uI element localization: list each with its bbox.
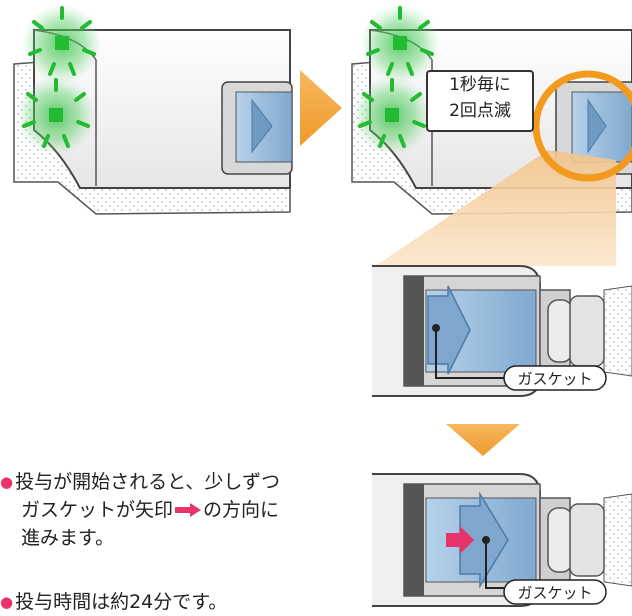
highlight-ring: [532, 70, 632, 182]
blink-light-lower: [16, 76, 96, 156]
blink-light-upper-right: [360, 4, 440, 84]
instruction-line1: 投与が開始されると、少しずつ: [15, 471, 280, 493]
blink-callout: 1秒毎に 2回点滅: [426, 70, 534, 132]
device-left: [13, 4, 293, 215]
blink-light-upper: [22, 4, 102, 84]
blink-light-lower-right: [352, 76, 432, 156]
zoom-view-progress: ガスケット: [372, 473, 632, 607]
pink-direction-arrow: [446, 526, 474, 554]
gasket-label-box-top: [503, 365, 607, 391]
gasket-label-top: ガスケット: [517, 370, 592, 388]
next-step-arrow: [300, 70, 342, 146]
gasket-label-bottom: ガスケット: [517, 584, 592, 602]
progress-arrow-down: [446, 424, 520, 456]
instruction-bullet-1: ●投与が開始されると、少しずつ ガスケットが矢印 の方向に 進みます。: [0, 468, 330, 552]
bullet-dot: ●: [0, 473, 14, 491]
instruction-bullet-2: ●投与時間は約24分です。: [0, 588, 330, 616]
callout-line2: 2回点滅: [449, 101, 511, 121]
pink-arrow-icon: [175, 503, 202, 517]
zoom-view-initial: ガスケット: [372, 265, 632, 397]
instruction-line3: 進みます。: [21, 527, 115, 549]
instruction-line2b: の方向に: [203, 499, 280, 521]
zoom-beam: [372, 150, 616, 268]
gasket-label-box-bottom: [503, 579, 607, 605]
bullet-dot: ●: [0, 593, 14, 611]
instruction-duration: 投与時間は約24分です。: [15, 591, 228, 613]
callout-line1: 1秒毎に: [449, 75, 511, 95]
instruction-line2a: ガスケットが矢印: [21, 499, 174, 521]
